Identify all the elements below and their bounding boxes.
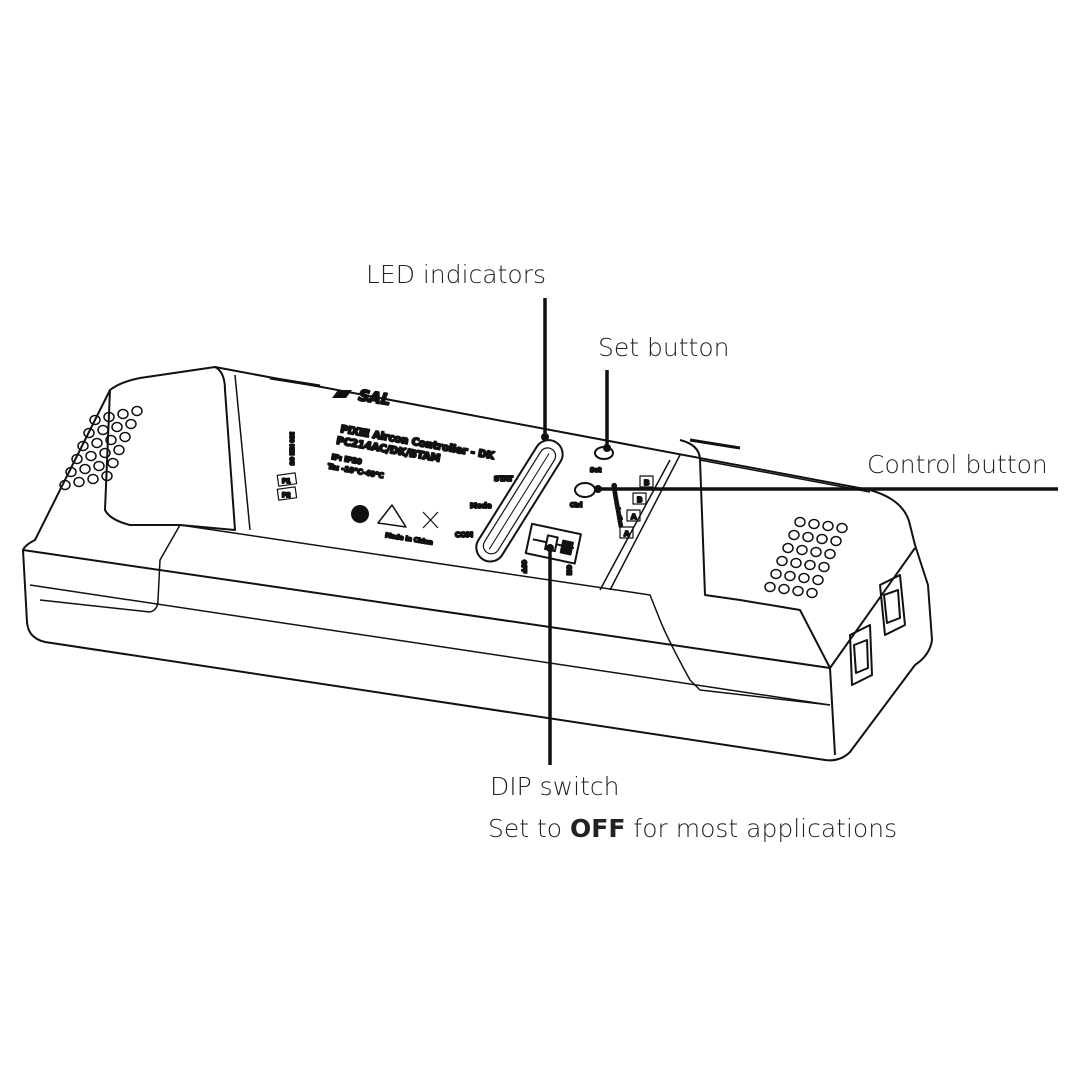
vent-hole xyxy=(782,542,794,554)
ctrl-button xyxy=(574,482,596,498)
vent-hole xyxy=(788,529,800,541)
vent-hole xyxy=(794,516,806,528)
vent-hole xyxy=(778,583,790,595)
dip-note-prefix: Set to xyxy=(488,814,571,843)
dip-note-suffix: for most applications xyxy=(625,814,898,843)
vent-hole xyxy=(79,463,91,475)
vent-hole xyxy=(93,460,105,472)
callout-dip-note: Set to OFF for most applications xyxy=(488,814,897,843)
led-label-stat: STAT xyxy=(494,475,513,483)
left-terminal-title: 350 MIN OU xyxy=(288,432,294,465)
callout-dip-switch: DIP switch xyxy=(490,772,620,801)
vent-hole xyxy=(113,444,125,456)
ctrl-label: Ctrl xyxy=(570,502,582,509)
vent-hole xyxy=(824,548,836,560)
set-label: Set xyxy=(590,467,601,474)
vent-hole xyxy=(764,581,776,593)
callout-control-button: Control button xyxy=(867,450,1048,479)
vent-hole xyxy=(822,520,834,532)
connector-1 xyxy=(879,574,906,636)
vent-hole xyxy=(71,453,83,465)
vent-hole xyxy=(103,411,115,423)
vent-hole xyxy=(784,570,796,582)
vent-hole xyxy=(117,408,129,420)
vent-hole xyxy=(770,568,782,580)
vent-hole xyxy=(73,476,85,488)
weee-bin-icon xyxy=(422,511,439,529)
vent-hole xyxy=(59,479,71,491)
terminal-p2: P2 xyxy=(282,492,291,499)
vent-hole xyxy=(816,533,828,545)
terminal-a2: A xyxy=(624,530,630,538)
vent-hole xyxy=(808,518,820,530)
callout-set-button: Set button xyxy=(598,333,730,362)
vent-hole xyxy=(85,450,97,462)
vent-hole xyxy=(796,544,808,556)
vent-hole xyxy=(798,572,810,584)
vent-hole xyxy=(101,470,113,482)
vent-hole xyxy=(804,559,816,571)
dip-note-off: OFF xyxy=(570,814,626,843)
device-outline xyxy=(22,366,933,762)
device-origin: Made in China xyxy=(385,532,433,546)
dip-switch xyxy=(524,522,582,565)
vent-hole xyxy=(776,555,788,567)
connector-2 xyxy=(849,624,873,686)
vent-hole xyxy=(107,457,119,469)
vent-hole xyxy=(91,437,103,449)
device-brand: SAL xyxy=(357,386,391,409)
vent-hole xyxy=(790,557,802,569)
vent-hole xyxy=(830,535,842,547)
vent-hole xyxy=(125,418,137,430)
sal-logo-mark xyxy=(332,390,352,398)
vent-hole xyxy=(87,473,99,485)
vent-hole xyxy=(836,522,848,534)
vent-holes-right xyxy=(764,516,848,599)
vent-hole xyxy=(99,447,111,459)
rcm-mark-icon xyxy=(377,504,407,528)
vent-hole xyxy=(105,434,117,446)
vent-holes-left xyxy=(59,405,143,491)
vent-hole xyxy=(119,431,131,443)
dip-on-label: ON xyxy=(565,565,572,575)
leader-lines xyxy=(543,298,1058,765)
led-indicator-strip xyxy=(475,439,564,563)
vent-hole xyxy=(83,427,95,439)
led-label-com: COM xyxy=(455,531,473,539)
vent-hole xyxy=(810,546,822,558)
vent-hole xyxy=(111,421,123,433)
vent-hole xyxy=(812,574,824,586)
vent-hole xyxy=(792,585,804,597)
vent-hole xyxy=(131,405,143,417)
vent-hole xyxy=(65,466,77,478)
terminal-p1: P1 xyxy=(282,478,291,485)
vent-hole xyxy=(97,424,109,436)
vent-hole xyxy=(806,587,818,599)
vent-hole xyxy=(818,561,830,573)
terminal-b2: B xyxy=(637,496,642,504)
led-label-mode: Mode xyxy=(470,502,492,510)
vent-hole xyxy=(77,440,89,452)
callout-led-indicators: LED indicators xyxy=(366,260,546,289)
vent-hole xyxy=(89,414,101,426)
bluetooth-icon xyxy=(351,505,369,523)
right-end-cap xyxy=(679,439,831,669)
vent-hole xyxy=(802,531,814,543)
terminal-a1: A xyxy=(631,513,637,521)
terminal-b1: B xyxy=(644,479,649,487)
dip-off-label: OFF xyxy=(520,560,527,573)
